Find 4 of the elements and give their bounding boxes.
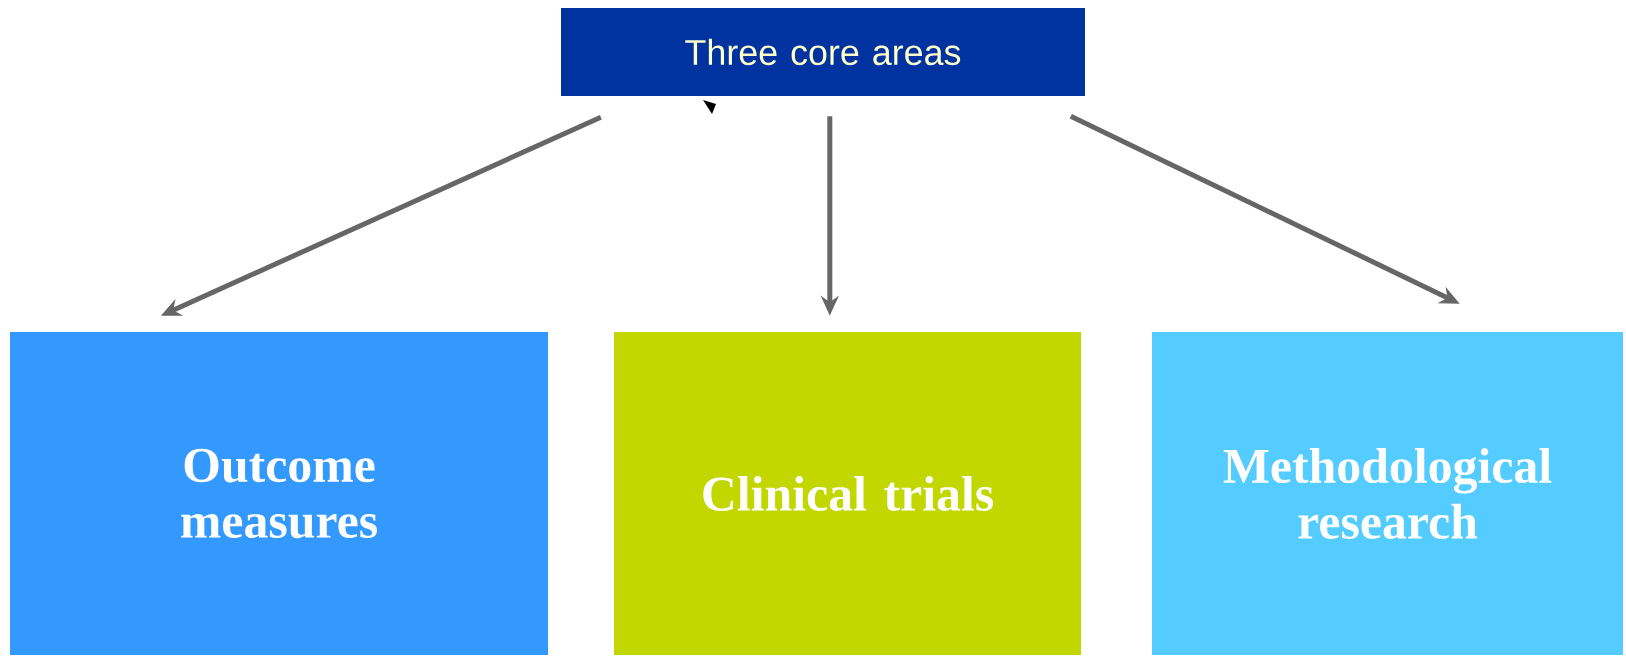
title-box: Three core areas bbox=[561, 8, 1085, 96]
topic-box: Methodological research bbox=[1152, 332, 1623, 655]
topic-box: Outcome measures bbox=[10, 332, 548, 655]
topic-box: Clinical trials bbox=[614, 332, 1081, 655]
